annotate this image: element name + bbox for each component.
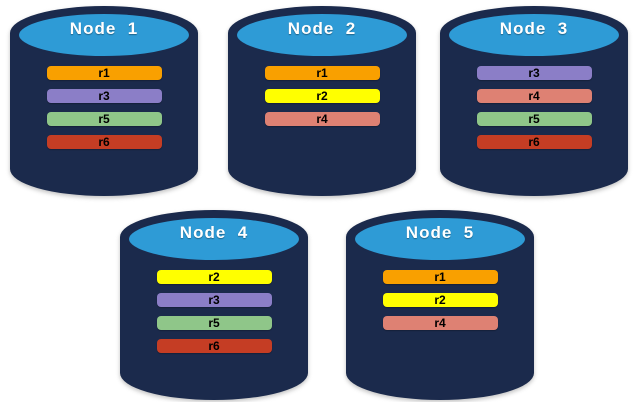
node-label: Node 1 — [69, 19, 139, 38]
replica-bar-r3: r3 — [476, 66, 592, 80]
replica-list: r3 r4 r5 r6 — [440, 66, 628, 158]
replica-bar-r1: r1 — [264, 66, 380, 80]
database-node-5: Node 5 r1 r2 r4 — [346, 210, 534, 400]
replica-bar-r6: r6 — [476, 135, 592, 149]
replica-bar-r5: r5 — [46, 112, 162, 126]
replica-list: r1 r3 r5 r6 — [10, 66, 198, 158]
replica-list: r1 r2 r4 — [346, 270, 534, 339]
database-node-3: Node 3 r3 r4 r5 r6 — [440, 6, 628, 196]
replica-bar-r3: r3 — [156, 293, 272, 307]
node-label: Node 2 — [287, 19, 357, 38]
replica-bar-r6: r6 — [46, 135, 162, 149]
replica-bar-r2: r2 — [382, 293, 498, 307]
replica-bar-r6: r6 — [156, 339, 272, 353]
replica-list: r2 r3 r5 r6 — [120, 270, 308, 362]
replica-bar-r3: r3 — [46, 89, 162, 103]
database-node-2: Node 2 r1 r2 r4 — [228, 6, 416, 196]
node-label: Node 5 — [405, 223, 475, 242]
replica-bar-r5: r5 — [156, 316, 272, 330]
node-label: Node 4 — [179, 223, 249, 242]
replica-bar-r1: r1 — [46, 66, 162, 80]
node-label: Node 3 — [499, 19, 569, 38]
replica-bar-r4: r4 — [382, 316, 498, 330]
replica-list: r1 r2 r4 — [228, 66, 416, 135]
replica-bar-r5: r5 — [476, 112, 592, 126]
replica-bar-r2: r2 — [264, 89, 380, 103]
replica-bar-r4: r4 — [476, 89, 592, 103]
replica-bar-r2: r2 — [156, 270, 272, 284]
database-node-1: Node 1 r1 r3 r5 r6 — [10, 6, 198, 196]
replica-bar-r1: r1 — [382, 270, 498, 284]
replica-bar-r4: r4 — [264, 112, 380, 126]
database-node-4: Node 4 r2 r3 r5 r6 — [120, 210, 308, 400]
